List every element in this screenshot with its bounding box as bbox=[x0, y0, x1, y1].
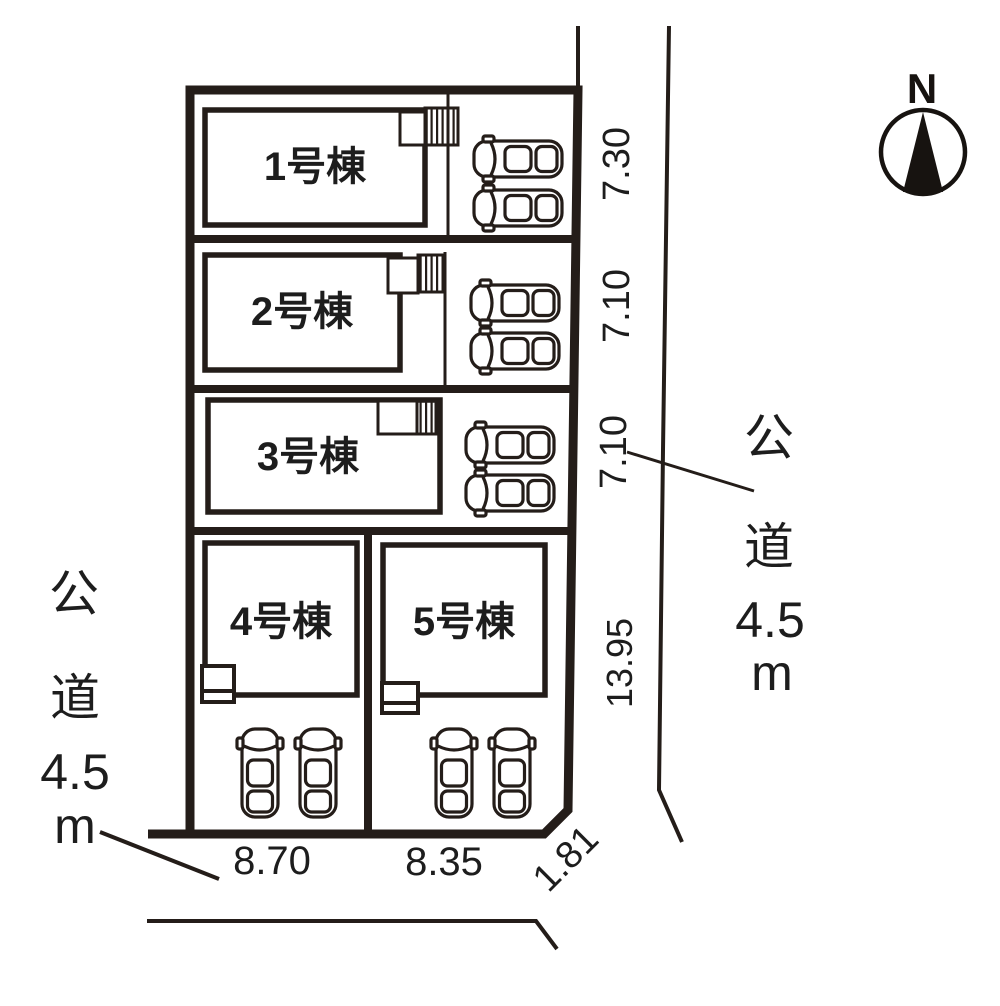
car-icon bbox=[487, 727, 537, 819]
road-lines bbox=[99, 25, 684, 951]
bottom-road-line bbox=[147, 919, 559, 951]
car-icon bbox=[429, 727, 479, 819]
building-4-porch bbox=[200, 664, 236, 704]
stairs-icon bbox=[398, 106, 460, 147]
building-5-outline bbox=[380, 542, 548, 698]
building-outlines bbox=[202, 107, 548, 698]
car-icon bbox=[235, 727, 285, 819]
compass-north-label: N bbox=[906, 65, 938, 112]
building-2-outline bbox=[202, 252, 403, 373]
dimension-right-1: 7.30 bbox=[596, 127, 638, 201]
left-road-label-kanji-1: 公 bbox=[49, 566, 99, 622]
right-road-label-kanji-2: 道 bbox=[744, 519, 794, 575]
stairs-icons bbox=[376, 106, 460, 436]
compass-north-icon bbox=[878, 107, 968, 197]
north-needle bbox=[903, 112, 943, 192]
car-icon bbox=[464, 420, 556, 470]
building-5-label: 5号棟 bbox=[412, 600, 516, 644]
car-icon bbox=[469, 278, 561, 328]
building-1-label: 1号棟 bbox=[263, 145, 367, 189]
building-1-outline bbox=[202, 107, 428, 228]
stairs-icon bbox=[376, 397, 438, 436]
car-icon bbox=[464, 468, 556, 518]
left-road-corner-line bbox=[99, 830, 220, 881]
right-road-width: 4.5 bbox=[735, 592, 805, 648]
dimension-right-4: 13.95 bbox=[599, 617, 640, 709]
right-road-leader-line bbox=[626, 450, 755, 493]
building-2-label: 2号棟 bbox=[250, 290, 354, 334]
right-road-line bbox=[656, 25, 684, 843]
building-3-label: 3号棟 bbox=[256, 435, 360, 479]
car-icon bbox=[472, 134, 564, 184]
right-road-unit: m bbox=[751, 645, 793, 701]
plot-boundary bbox=[148, 85, 583, 839]
lot-dividers bbox=[190, 235, 576, 832]
car-icon bbox=[293, 727, 343, 819]
left-road-width: 4.5 bbox=[40, 744, 110, 800]
right-road-label-kanji-1: 公 bbox=[744, 410, 794, 466]
building-4-label: 4号棟 bbox=[229, 600, 333, 644]
stairs-icon bbox=[386, 253, 447, 295]
porches bbox=[200, 664, 420, 715]
car-icon bbox=[469, 326, 561, 376]
building-5-porch bbox=[380, 681, 420, 715]
dimension-bottom-2: 8.35 bbox=[405, 840, 483, 884]
left-road-unit: m bbox=[54, 798, 96, 854]
left-road-label-kanji-2: 道 bbox=[50, 670, 100, 726]
dimension-bottom-1: 8.70 bbox=[233, 839, 311, 883]
dimension-right-2: 7.10 bbox=[596, 269, 638, 343]
dimension-right-3: 7.10 bbox=[593, 415, 635, 489]
car-icon bbox=[472, 183, 564, 233]
